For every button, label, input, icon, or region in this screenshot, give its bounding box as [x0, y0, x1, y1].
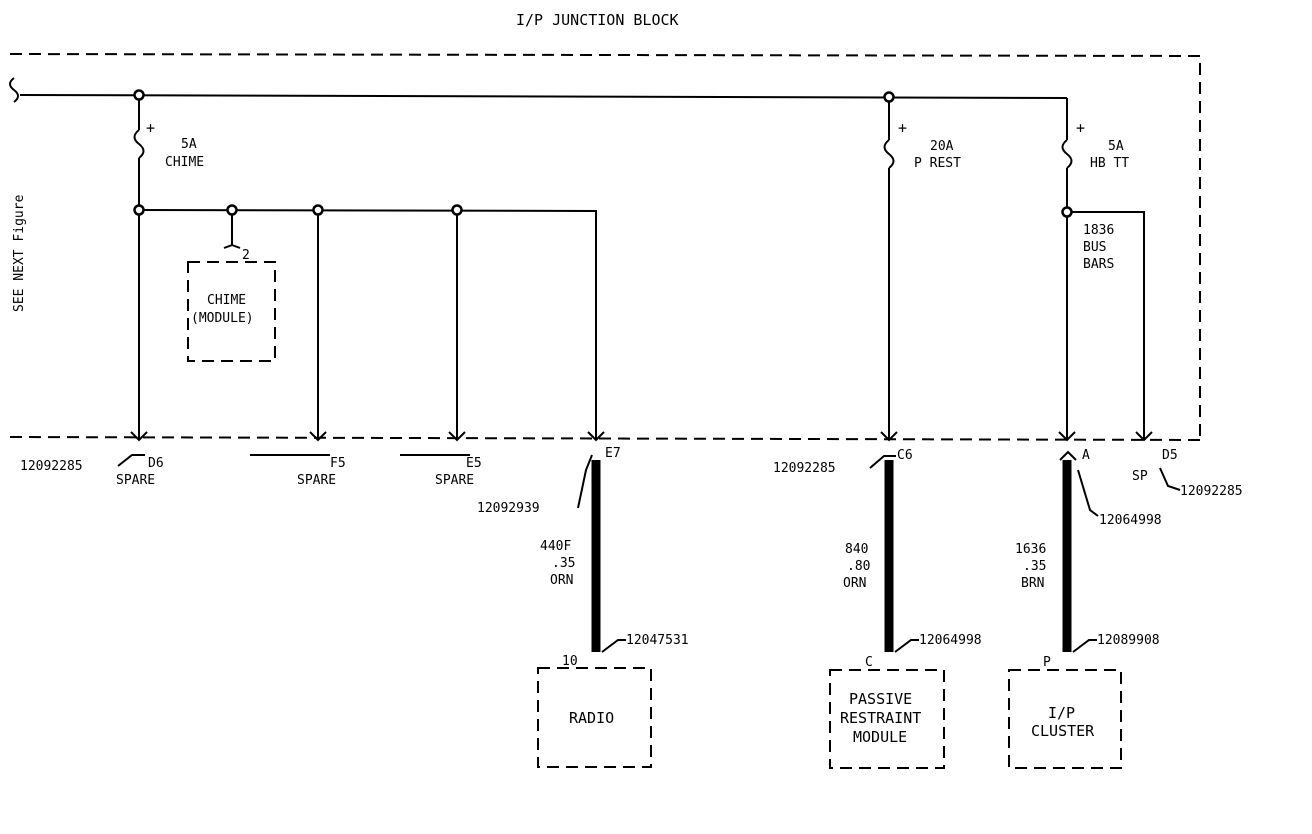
chime-branch-bus — [138, 209, 597, 440]
splice-dot — [133, 89, 145, 101]
junction-block-boundary — [9, 53, 1201, 441]
side-note: SEE NEXT Figure — [12, 194, 27, 312]
wire-440f-circuit: 440F — [540, 539, 571, 554]
terminal-d5-desc: SP — [1132, 469, 1148, 484]
passive-restraint-label-3: MODULE — [853, 728, 907, 746]
wire-1636-circuit: 1636 — [1015, 542, 1046, 557]
wire-1636-gauge: .35 — [1023, 559, 1046, 574]
ip-cluster-part: 12089908 — [1097, 633, 1160, 648]
ip-cluster-label-2: CLUSTER — [1031, 722, 1095, 740]
terminal-e7-part: 12092939 — [477, 501, 540, 516]
terminal-d6-desc: SPARE — [116, 473, 155, 488]
fuse-p-rest-symbol — [883, 139, 895, 169]
input-break-symbol — [9, 77, 19, 103]
bus-bars-label-1: 1836 — [1083, 223, 1114, 238]
diagram-title: I/P JUNCTION BLOCK — [516, 11, 679, 29]
terminal-a-part: 12064998 — [1099, 513, 1162, 528]
radio-box — [537, 667, 652, 768]
terminal-f5-pin: F5 — [330, 456, 346, 471]
fuse-hb-tt-rating: 5A — [1108, 139, 1124, 154]
terminal-e5-desc: SPARE — [435, 473, 474, 488]
fuse-chime-sign: + — [146, 119, 155, 137]
splice-dot — [883, 91, 895, 103]
ip-cluster-pin: P — [1043, 655, 1051, 670]
fuse-chime-rating: 5A — [181, 137, 197, 152]
splice-dot — [226, 204, 238, 216]
terminal-d6-pin: D6 — [148, 456, 164, 471]
passive-restraint-label-2: RESTRAINT — [840, 709, 921, 727]
wire-840-color: ORN — [843, 576, 866, 591]
wire-840-circuit: 840 — [845, 542, 868, 557]
bus-bars-label-3: BARS — [1083, 257, 1114, 272]
terminal-d6-part: 12092285 — [20, 459, 83, 474]
terminal-d5-pin: D5 — [1162, 448, 1178, 463]
fuse-hb-tt-symbol — [1061, 139, 1073, 169]
radio-part: 12047531 — [626, 633, 689, 648]
ip-cluster-label-1: I/P — [1048, 704, 1075, 722]
splice-dot — [451, 204, 463, 216]
fuse-hb-tt-name: HB TT — [1090, 156, 1129, 171]
terminal-c6-pin: C6 — [897, 448, 913, 463]
wire-1636-color: BRN — [1021, 576, 1044, 591]
passive-restraint-box — [829, 669, 945, 769]
passive-restraint-pin: C — [865, 655, 873, 670]
terminal-a-pin: A — [1082, 448, 1090, 463]
fuse-hb-tt-sign: + — [1076, 119, 1085, 137]
chime-module-label-1: CHIME — [207, 293, 246, 308]
terminal-c6-part: 12092285 — [773, 461, 836, 476]
passive-restraint-label-1: PASSIVE — [849, 690, 912, 708]
terminal-e7-pin: E7 — [605, 446, 621, 461]
fuse-p-rest-rating: 20A — [930, 139, 954, 154]
splice-dot — [1061, 206, 1073, 218]
fuse-p-rest-name: P REST — [914, 156, 961, 171]
wire-440f-color: ORN — [550, 573, 573, 588]
terminal-d5-part: 12092285 — [1180, 484, 1243, 499]
radio-label: RADIO — [569, 709, 614, 727]
wire-440f-gauge: .35 — [552, 556, 575, 571]
terminal-e5-pin: E5 — [466, 456, 482, 471]
terminal-f5-desc: SPARE — [297, 473, 336, 488]
connector-chevrons — [130, 431, 1153, 442]
splice-dot — [312, 204, 324, 216]
fuse-chime-symbol — [133, 129, 145, 159]
radio-pin: 10 — [562, 654, 578, 669]
chime-module-label-2: (MODULE) — [191, 311, 254, 326]
passive-restraint-part: 12064998 — [919, 633, 982, 648]
chime-module-pin: 2 — [242, 248, 250, 263]
chime-module-box — [187, 261, 276, 362]
wire-840-gauge: .80 — [847, 559, 870, 574]
fuse-p-rest-sign: + — [898, 119, 907, 137]
splice-dot — [133, 204, 145, 216]
bus-bars-label-2: BUS — [1083, 240, 1106, 255]
main-bus-wire — [19, 94, 1068, 99]
fuse-chime-name: CHIME — [165, 155, 204, 170]
ip-cluster-box — [1008, 669, 1122, 769]
